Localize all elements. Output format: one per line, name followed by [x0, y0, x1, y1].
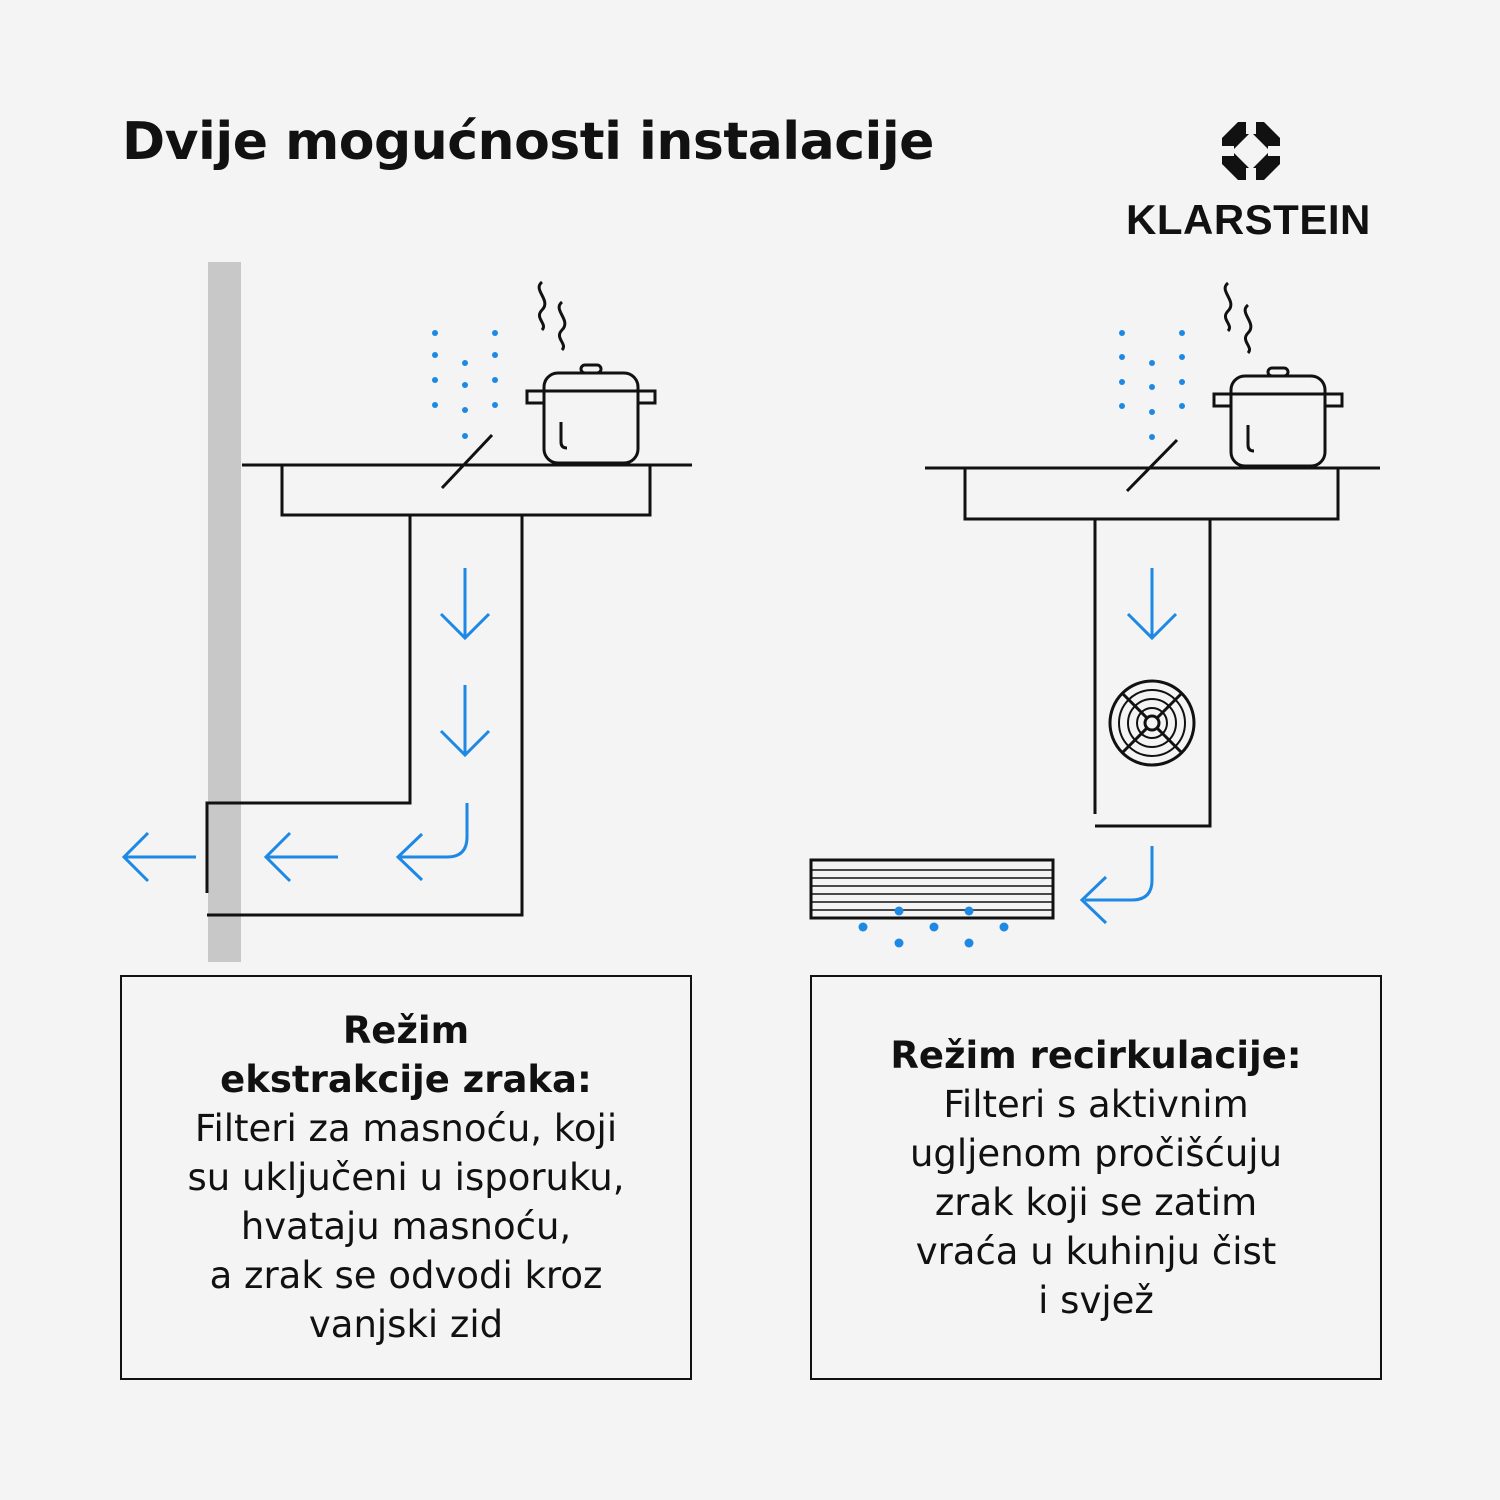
- cooking-pot-icon: [1212, 366, 1344, 468]
- steam-icon: [1223, 281, 1233, 333]
- body-line: vraća u kuhinju čist: [915, 1229, 1277, 1273]
- body-line: ugljenom pročišćuju: [909, 1131, 1283, 1175]
- cooking-pot-icon: [525, 363, 657, 465]
- carbon-filter-icon: [809, 858, 1055, 920]
- extraction-mode-title: Režim ekstrakcije zraka:: [220, 1006, 592, 1104]
- recirculation-duct: [1093, 519, 1212, 828]
- steam-icon: [1243, 303, 1253, 355]
- recirculation-mode-description: Filteri s aktivnim ugljenom pročišćuju z…: [910, 1080, 1282, 1325]
- recirculation-diagram: [809, 281, 1380, 948]
- body-line: zrak koji se zatim: [934, 1180, 1258, 1224]
- installation-diagram: [122, 262, 1380, 962]
- body-line: vanjski zid: [308, 1303, 504, 1346]
- body-line: hvataju masnoću,: [240, 1205, 572, 1248]
- title-line: ekstrakcije zraka:: [220, 1058, 592, 1101]
- clean-air-dots-icon: [858, 906, 1009, 948]
- vapour-dots-icon: [432, 330, 498, 439]
- hob-vent-slot: [440, 433, 494, 490]
- arrow-turn-left-icon: [1079, 846, 1154, 925]
- extraction-mode-box: Režim ekstrakcije zraka: Filteri za masn…: [120, 975, 692, 1380]
- extraction-diagram: [122, 262, 692, 962]
- recirculation-mode-box: Režim recirkulacije: Filteri s aktivnim …: [810, 975, 1382, 1380]
- vapour-dots-icon: [1119, 330, 1185, 440]
- recirculation-mode-title: Režim recirkulacije:: [890, 1031, 1301, 1080]
- hob-vent-slot: [1125, 438, 1179, 493]
- extraction-duct: [205, 515, 524, 917]
- steam-icon: [537, 280, 547, 332]
- steam-icon: [557, 300, 567, 352]
- brand-name: KLARSTEIN: [1126, 196, 1371, 243]
- hob-housing: [963, 466, 1340, 521]
- body-line: Filteri za masnoću, koji: [194, 1107, 618, 1150]
- body-line: su uključeni u isporuku,: [187, 1156, 625, 1199]
- arrow-left-icon: [264, 831, 340, 883]
- title-line: Režim recirkulacije:: [890, 1033, 1302, 1077]
- body-line: Filteri s aktivnim: [943, 1082, 1249, 1126]
- arrow-down-icon: [439, 566, 491, 640]
- extraction-mode-description: Filteri za masnoću, koji su uključeni u …: [187, 1104, 624, 1349]
- klarstein-logo-icon: [1220, 120, 1282, 182]
- arrow-down-icon: [1126, 566, 1178, 640]
- arrow-left-icon: [122, 831, 198, 883]
- title-line: Režim: [342, 1009, 470, 1052]
- outer-wall: [208, 262, 241, 962]
- page-title: Dvije mogućnosti instalacije: [122, 112, 934, 172]
- body-line: a zrak se odvodi kroz: [209, 1254, 603, 1297]
- arrow-down-icon: [439, 683, 491, 757]
- brand-logo: KLARSTEIN: [1120, 118, 1390, 248]
- fan-icon: [1108, 679, 1196, 767]
- arrow-turn-left-icon: [395, 803, 469, 882]
- hob-housing: [280, 463, 652, 517]
- body-line: i svjež: [1038, 1278, 1154, 1322]
